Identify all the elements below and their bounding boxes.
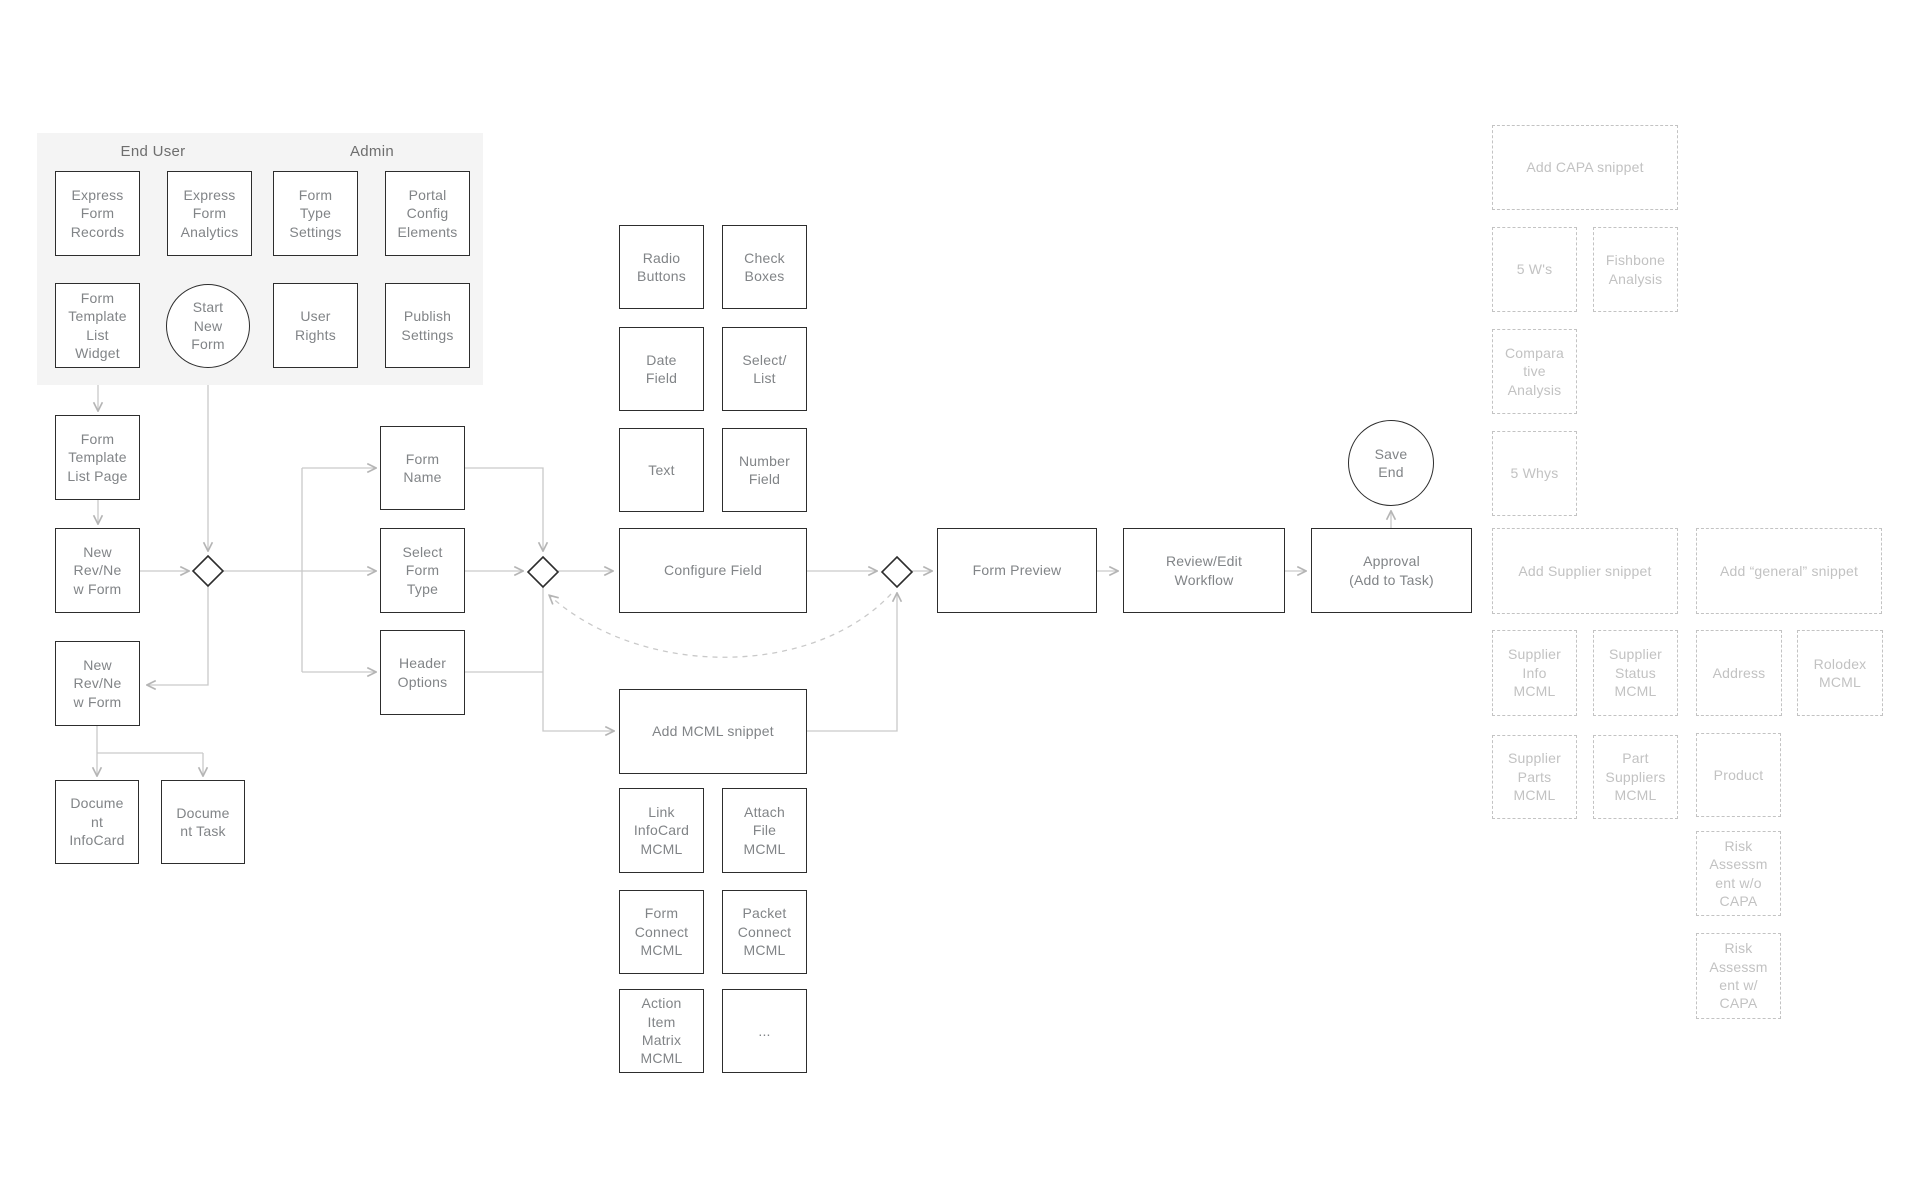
decision-diamond-middle	[526, 555, 560, 589]
node-risk-assessment-wo-capa: Risk Assessm ent w/o CAPA	[1696, 831, 1781, 916]
node-publish-settings: Publish Settings	[385, 283, 470, 368]
node-new-rev-new-form-top: New Rev/Ne w Form	[55, 528, 140, 613]
node-review-edit-workflow: Review/Edit Workflow	[1123, 528, 1285, 613]
node-form-preview: Form Preview	[937, 528, 1097, 613]
node-form-template-list-page: Form Template List Page	[55, 415, 140, 500]
node-add-mcml-snippet: Add MCML snippet	[619, 689, 807, 774]
node-fishbone-analysis: Fishbone Analysis	[1593, 227, 1678, 312]
connectors	[97, 368, 1391, 775]
node-five-ws: 5 W's	[1492, 227, 1577, 312]
node-configure-field: Configure Field	[619, 528, 807, 613]
node-select-list: Select/ List	[722, 327, 807, 411]
node-add-general-snippet: Add “general” snippet	[1696, 528, 1882, 614]
node-link-infocard-mcml: Link InfoCard MCML	[619, 788, 704, 873]
node-check-boxes: Check Boxes	[722, 225, 807, 309]
admin-lane-label: Admin	[349, 143, 395, 160]
node-portal-config-elements: Portal Config Elements	[385, 171, 470, 256]
node-header-options: Header Options	[380, 630, 465, 715]
node-new-rev-new-form-bottom: New Rev/Ne w Form	[55, 641, 140, 726]
node-part-suppliers-mcml: Part Suppliers MCML	[1593, 735, 1678, 819]
swimlane-panel: End User Admin Express Form Records Expr…	[37, 133, 483, 385]
node-add-capa-snippet: Add CAPA snippet	[1492, 125, 1678, 210]
node-document-infocard: Docume nt InfoCard	[55, 780, 139, 864]
node-express-form-records: Express Form Records	[55, 171, 140, 256]
node-action-item-matrix-mcml: Action Item Matrix MCML	[619, 989, 704, 1073]
node-user-rights: User Rights	[273, 283, 358, 368]
node-add-supplier-snippet: Add Supplier snippet	[1492, 528, 1678, 614]
node-supplier-status-mcml: Supplier Status MCML	[1593, 630, 1678, 716]
node-save-end: Save End	[1348, 420, 1434, 506]
node-date-field: Date Field	[619, 327, 704, 411]
node-product: Product	[1696, 733, 1781, 817]
node-form-template-list-widget: Form Template List Widget	[55, 283, 140, 368]
node-rolodex-mcml: Rolodex MCML	[1797, 630, 1883, 716]
node-attach-file-mcml: Attach File MCML	[722, 788, 807, 873]
node-risk-assessment-w-capa: Risk Assessm ent w/ CAPA	[1696, 933, 1781, 1019]
node-packet-connect-mcml: Packet Connect MCML	[722, 890, 807, 974]
node-start-new-form: Start New Form	[166, 284, 250, 368]
node-text-field: Text	[619, 428, 704, 512]
node-select-form-type: Select Form Type	[380, 528, 465, 613]
node-express-form-analytics: Express Form Analytics	[167, 171, 252, 256]
node-form-type-settings: Form Type Settings	[273, 171, 358, 256]
end-user-lane-label: End User	[120, 143, 186, 160]
node-supplier-parts-mcml: Supplier Parts MCML	[1492, 735, 1577, 819]
node-more-mcml: ...	[722, 989, 807, 1073]
node-document-task: Docume nt Task	[161, 780, 245, 864]
node-address: Address	[1696, 630, 1782, 716]
node-radio-buttons: Radio Buttons	[619, 225, 704, 309]
node-number-field: Number Field	[722, 428, 807, 512]
node-supplier-info-mcml: Supplier Info MCML	[1492, 630, 1577, 716]
node-comparative-analysis: Compara tive Analysis	[1492, 329, 1577, 414]
node-form-connect-mcml: Form Connect MCML	[619, 890, 704, 974]
decision-diamond-right	[880, 555, 914, 589]
node-approval-add-to-task: Approval (Add to Task)	[1311, 528, 1472, 613]
node-five-whys: 5 Whys	[1492, 431, 1577, 516]
node-form-name: Form Name	[380, 426, 465, 510]
decision-diamond-left	[191, 554, 225, 588]
